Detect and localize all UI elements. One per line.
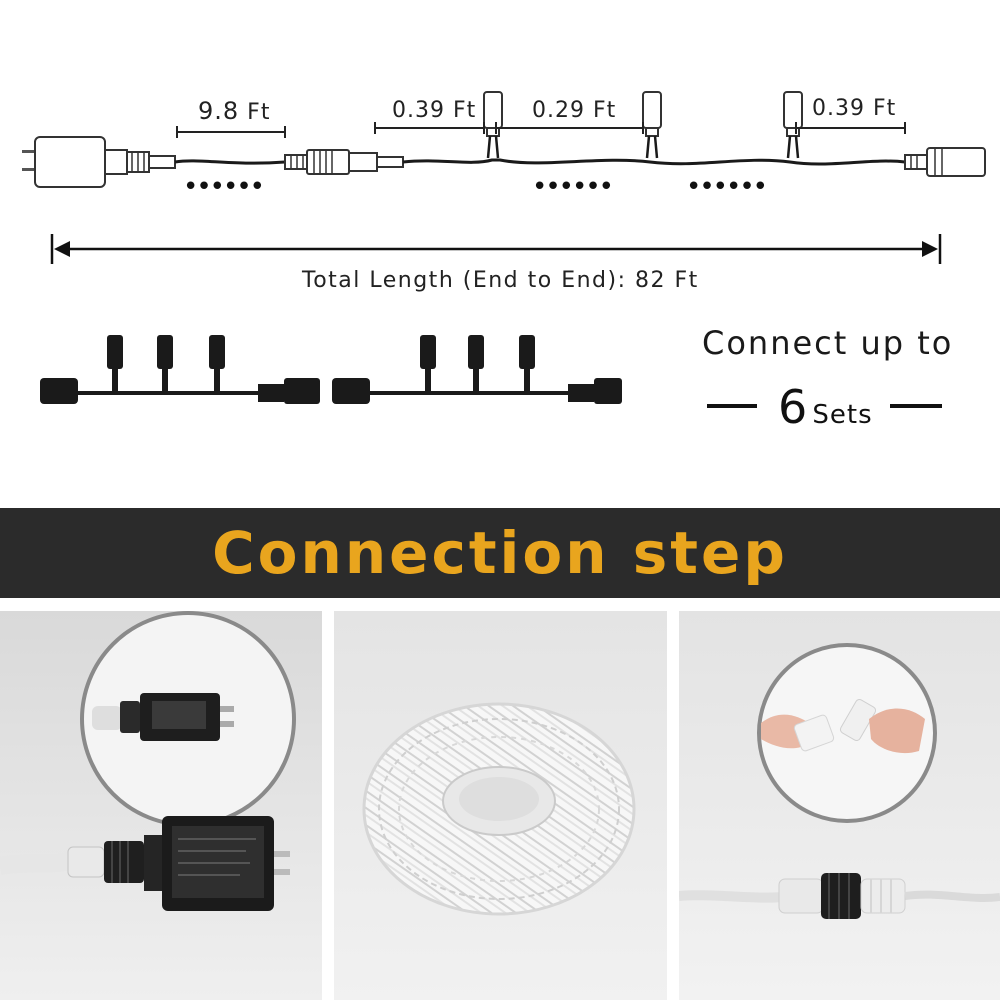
lead-wire [174,159,286,165]
bulb-icon [783,91,803,159]
dots-middle: •••••• [532,172,614,202]
connect-unit: Sets [812,400,873,430]
power-adapter-icon [22,136,176,188]
last-gap-label: 0.39 Ft [812,96,897,121]
string-set-icon [332,335,622,404]
banner-title: Connection step [212,519,788,587]
lead-length-label: 9.8 Ft [198,97,270,125]
string-light-coil-icon [334,611,667,1000]
connector-photo [679,611,1000,1000]
lead-length-unit: Ft [247,100,271,125]
total-length-label: Total Length (End to End): 82 Ft [302,268,699,293]
connector-icon [284,149,404,175]
lead-length-value: 9.8 [198,97,240,125]
wiring-diagram [22,91,986,408]
end-connector-icon [904,147,986,177]
connect-title: Connect up to [702,324,954,362]
dimension-lines [176,122,906,138]
connect-sets: 6 Sets [778,380,873,434]
connection-step-banner: Connection step [0,508,1000,598]
dots-lead: •••••• [183,172,265,202]
dots-end: •••••• [686,172,768,202]
string-set-icon [40,335,320,404]
bulb-icon [642,91,662,159]
adapter-photo [0,611,322,1000]
total-length-arrow [50,234,942,264]
bulb-gap-label: 0.29 Ft [532,98,617,123]
connect-count: 6 [778,380,808,434]
light-coil-photo [334,611,667,1000]
string-wire [402,158,906,166]
bulb-icon [483,91,503,159]
power-adapter-icon [0,611,322,1000]
plug-connector-icon [679,611,1000,1000]
first-gap-label: 0.39 Ft [392,98,477,123]
